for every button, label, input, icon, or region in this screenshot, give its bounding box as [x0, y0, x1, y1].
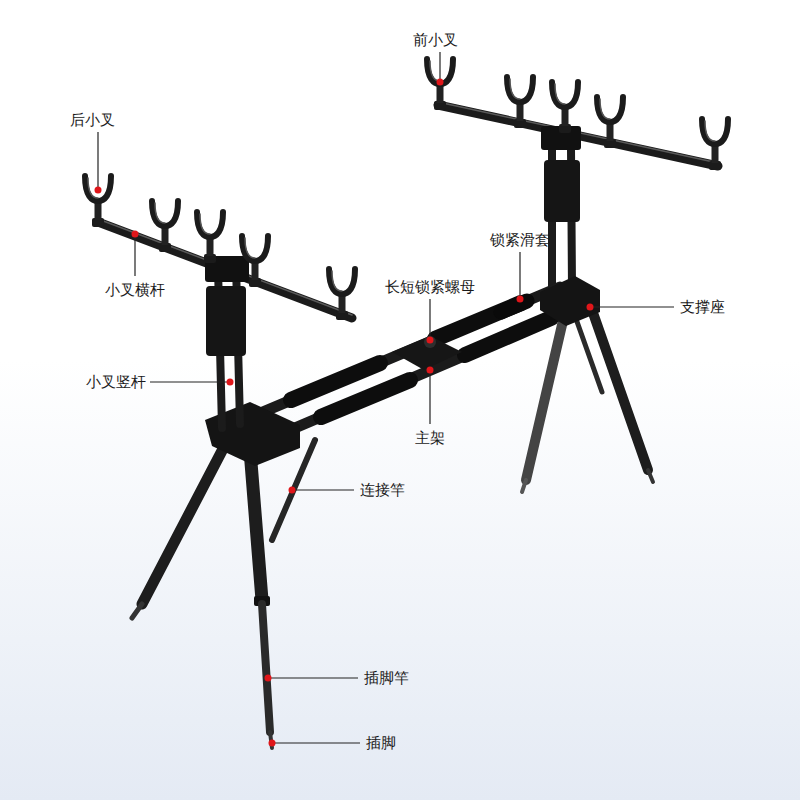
part-label: 支撑座: [680, 297, 725, 317]
leg-spike: [648, 470, 653, 482]
part-label: 前小叉: [413, 30, 458, 50]
leader-dot: [132, 231, 139, 238]
fork: [152, 201, 178, 252]
part-label: 插脚: [366, 733, 396, 753]
leader-line: [292, 489, 354, 490]
leader-line: [519, 252, 520, 297]
post-sleeve: [206, 286, 246, 356]
crossbar-highlight: [98, 219, 352, 315]
legs: [132, 310, 653, 748]
leg: [250, 450, 262, 600]
leg: [142, 445, 225, 604]
fork: [597, 97, 623, 148]
center-clamp: [392, 336, 462, 370]
leader-dot: [265, 675, 272, 682]
leader-dot: [587, 304, 594, 311]
frame-tube: [262, 302, 590, 442]
crossbar: [98, 222, 352, 318]
leader-line: [150, 381, 230, 382]
leader-line: [429, 372, 430, 424]
leg-spike: [132, 604, 142, 618]
leader-dot: [427, 337, 434, 344]
leader-line: [439, 52, 440, 80]
leader-line: [272, 742, 360, 743]
fork: [702, 119, 728, 170]
lock-sleeve: [501, 301, 527, 312]
fork: [329, 269, 355, 320]
front-rest: [427, 59, 728, 292]
lock-nut: [424, 336, 436, 348]
rear-rest: [85, 176, 355, 428]
fork: [507, 77, 533, 128]
fork: [552, 82, 578, 133]
post-sleeve: [544, 160, 580, 222]
leader-dot: [227, 379, 234, 386]
part-label: 插脚竿: [364, 668, 409, 688]
leader-line: [592, 306, 674, 307]
leg-tube: [262, 604, 270, 732]
leader-dots: [95, 79, 594, 747]
leader-dot: [437, 79, 444, 86]
part-label: 小叉竖杆: [86, 372, 146, 392]
crossbar-highlight: [438, 102, 718, 163]
leader-dot: [289, 487, 296, 494]
part-label: 后小叉: [70, 110, 115, 130]
leg: [526, 312, 565, 480]
part-label: 长短锁紧螺母: [385, 277, 475, 297]
leader-line: [268, 677, 358, 678]
part-label: 连接竿: [360, 480, 405, 500]
brace-rod: [575, 316, 602, 392]
foam-grip: [321, 380, 410, 417]
main-frame: [205, 276, 600, 466]
leader-line: [429, 299, 430, 338]
fork: [197, 212, 223, 263]
foam-grip: [465, 318, 551, 355]
leader-dot: [95, 187, 102, 194]
leader-lines: [98, 52, 674, 743]
leader-dot: [517, 296, 524, 303]
part-label: 小叉横杆: [105, 280, 165, 300]
frame-tube: [232, 287, 560, 425]
leader-dot: [427, 367, 434, 374]
fork: [242, 236, 268, 287]
leg-spike: [522, 480, 526, 492]
leader-line: [134, 236, 135, 276]
leader-dot: [269, 740, 276, 747]
crossbar: [438, 105, 718, 166]
part-label: 主架: [415, 428, 445, 448]
part-label: 锁紧滑套: [490, 230, 550, 250]
support-seat: [540, 276, 600, 326]
leader-line: [97, 132, 98, 188]
